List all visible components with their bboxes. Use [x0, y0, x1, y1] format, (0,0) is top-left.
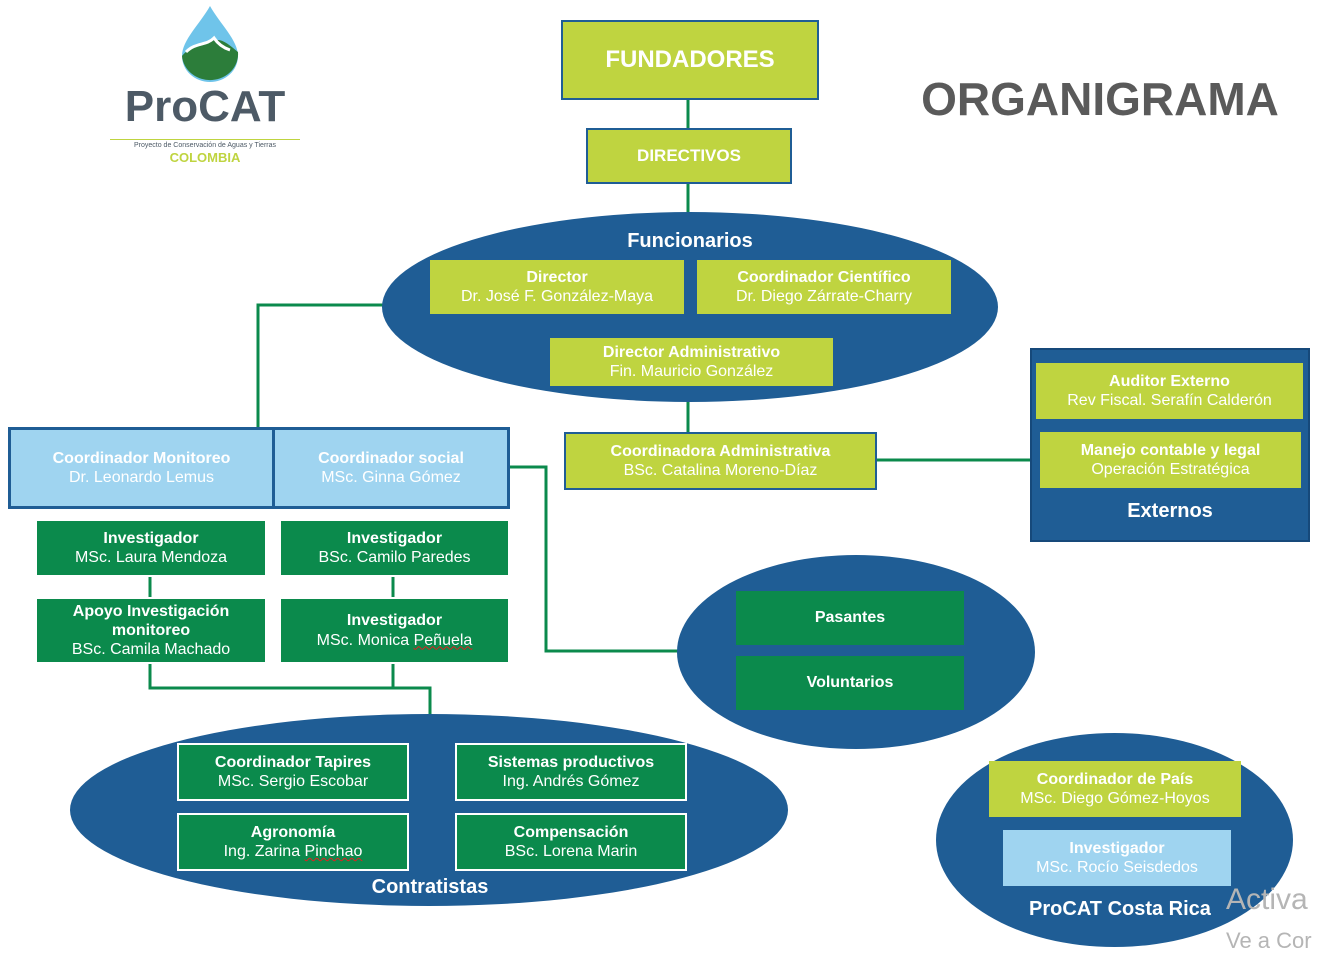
apoyo-box: Apoyo Investigación monitoreo BSc. Camil…: [35, 597, 267, 664]
tapires-role: Coordinador Tapires: [214, 753, 372, 771]
coord-cientifico-name: Dr. Diego Zárrate-Charry: [735, 288, 913, 305]
agronomia-name: Ing. Zarina Pinchao: [223, 843, 363, 860]
inv-paredes-role: Investigador: [346, 529, 443, 547]
sistemas-box: Sistemas productivos Ing. Andrés Gómez: [455, 743, 687, 801]
sistemas-role: Sistemas productivos: [487, 753, 655, 771]
director-box: Director Dr. José F. González-Maya: [430, 260, 684, 314]
fundadores-box: FUNDADORES: [561, 20, 819, 100]
coord-monitoreo-role: Coordinador Monitoreo: [52, 449, 231, 467]
logo-name: ProCAT: [124, 82, 286, 131]
cr-investigador-box: Investigador MSc. Rocío Seisdedos: [1003, 830, 1231, 886]
coord-pais-role: Coordinador de País: [1036, 770, 1194, 788]
contable-name: Operación Estratégica: [1091, 461, 1250, 478]
activation-watermark-line1: Activa: [1226, 883, 1308, 916]
page-title: ORGANIGRAMA: [921, 73, 1279, 125]
tapires-box: Coordinador Tapires MSc. Sergio Escobar: [177, 743, 409, 801]
coord-monitoreo-box: Coordinador Monitoreo Dr. Leonardo Lemus: [11, 430, 272, 506]
coord-pais-box: Coordinador de País MSc. Diego Gómez-Hoy…: [989, 761, 1241, 817]
inv-penuela-box: Investigador MSc. Monica Peñuela: [279, 597, 510, 664]
inv-penuela-name: MSc. Monica Peñuela: [316, 631, 473, 649]
coord-cientifico-role: Coordinador Científico: [737, 268, 911, 286]
cr-investigador-role: Investigador: [1069, 839, 1165, 857]
inv-mendoza-role: Investigador: [103, 529, 199, 547]
coord-admin-name: BSc. Catalina Moreno-Díaz: [623, 462, 818, 479]
coord-social-box: Coordinador social MSc. Ginna Gómez: [275, 430, 507, 506]
sistemas-name: Ing. Andrés Gómez: [502, 773, 640, 790]
director-admin-name: Fin. Mauricio González: [609, 363, 774, 380]
directivos-label: DIRECTIVOS: [637, 145, 741, 165]
line-funcionarios-coordinadores: [256, 303, 385, 430]
director-admin-role: Director Administrativo: [602, 343, 781, 361]
funcionarios-label: Funcionarios: [627, 230, 753, 252]
pasantes-ellipse: [677, 555, 1035, 749]
contable-role: Manejo contable y legal: [1080, 441, 1261, 459]
tapires-name: MSc. Sergio Escobar: [217, 773, 369, 790]
voluntarios-label: Voluntarios: [806, 674, 894, 692]
directivos-box: DIRECTIVOS: [586, 128, 792, 184]
coord-social-role: Coordinador social: [318, 449, 464, 467]
externos-label: Externos: [1127, 500, 1213, 522]
activation-watermark-line2: Ve a Cor: [1226, 928, 1312, 953]
contratistas-label: Contratistas: [371, 876, 489, 898]
apoyo-name: BSc. Camila Machado: [71, 641, 231, 659]
coord-social-name: MSc. Ginna Gómez: [321, 469, 461, 486]
apoyo-role-2: monitoreo: [111, 621, 191, 639]
coord-admin-box: Coordinadora Administrativa BSc. Catalin…: [564, 432, 877, 490]
inv-penuela-role: Investigador: [346, 612, 443, 630]
compensacion-name: BSc. Lorena Marin: [504, 843, 638, 860]
cr-investigador-name: MSc. Rocío Seisdedos: [1036, 859, 1198, 876]
contable-box: Manejo contable y legal Operación Estrat…: [1040, 432, 1301, 488]
pasantes-box: Pasantes: [734, 589, 966, 647]
director-name: Dr. José F. González-Maya: [460, 288, 654, 305]
director-admin-box: Director Administrativo Fin. Mauricio Go…: [550, 338, 833, 386]
agronomia-box: Agronomía Ing. Zarina Pinchao: [177, 813, 409, 871]
inv-paredes-name: BSc. Camilo Paredes: [318, 549, 471, 566]
coord-cientifico-box: Coordinador Científico Dr. Diego Zárrate…: [697, 260, 951, 314]
coord-pais-name: MSc. Diego Gómez-Hoyos: [1020, 790, 1210, 807]
line-to-contratistas: [148, 662, 432, 716]
coord-admin-role: Coordinadora Administrativa: [610, 442, 831, 460]
compensacion-box: Compensación BSc. Lorena Marin: [455, 813, 687, 871]
inv-mendoza-box: Investigador MSc. Laura Mendoza: [35, 519, 267, 577]
director-role: Director: [526, 268, 588, 286]
costa-rica-label: ProCAT Costa Rica: [1029, 898, 1211, 920]
compensacion-role: Compensación: [513, 823, 629, 841]
logo-tagline: Proyecto de Conservación de Aguas y Tier…: [110, 139, 300, 149]
agronomia-role: Agronomía: [250, 823, 336, 841]
apoyo-role-1: Apoyo Investigación: [72, 602, 230, 620]
fundadores-label: FUNDADORES: [605, 45, 775, 73]
auditor-name: Rev Fiscal. Serafín Calderón: [1067, 392, 1272, 409]
water-drop-icon: [182, 6, 239, 82]
line-social-pasantes: [508, 465, 678, 653]
auditor-role: Auditor Externo: [1109, 372, 1230, 390]
auditor-box: Auditor Externo Rev Fiscal. Serafín Cald…: [1036, 363, 1303, 419]
coord-monitoreo-name: Dr. Leonardo Lemus: [69, 469, 214, 486]
pasantes-label: Pasantes: [814, 609, 886, 627]
inv-paredes-box: Investigador BSc. Camilo Paredes: [279, 519, 510, 577]
procat-logo: ProCAT Proyecto de Conservación de Aguas…: [110, 4, 300, 169]
inv-mendoza-name: MSc. Laura Mendoza: [74, 549, 228, 566]
voluntarios-box: Voluntarios: [734, 654, 966, 712]
logo-country: COLOMBIA: [169, 150, 241, 165]
